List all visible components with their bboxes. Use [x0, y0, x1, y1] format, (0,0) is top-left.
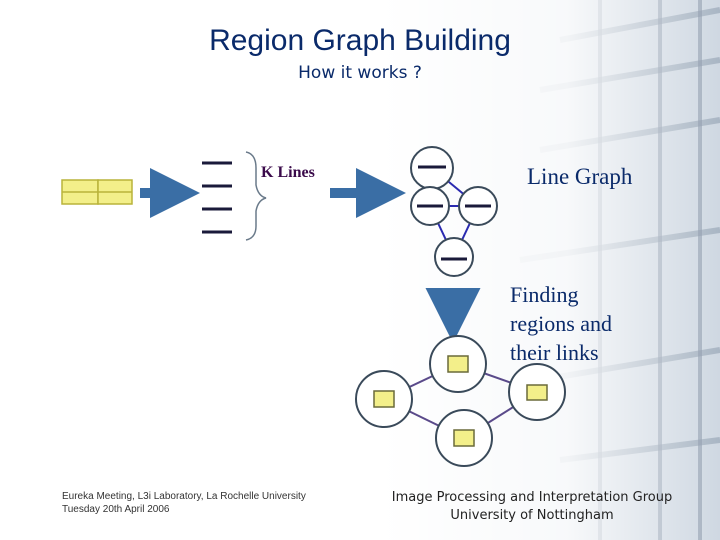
region-graph — [355, 335, 566, 467]
footer-date: Tuesday 20th April 2006 — [62, 504, 170, 515]
graph-node-3 — [458, 186, 498, 226]
finding-label-line-3: their links — [510, 340, 599, 365]
slide-title: Region Graph Building — [209, 24, 511, 57]
finding-label-line-1: Finding — [510, 282, 579, 307]
region-node-1 — [429, 335, 487, 393]
footer-left: Eureka Meeting, L3i Laboratory, La Roche… — [62, 490, 306, 516]
footer-university: University of Nottingham — [450, 508, 614, 523]
region-node-2 — [355, 370, 413, 428]
graph-node-4 — [434, 237, 474, 277]
footer-group: Image Processing and Interpretation Grou… — [391, 490, 673, 505]
footer-right: Image Processing and Interpretation Grou… — [372, 489, 692, 525]
line-graph-label: Line Graph — [527, 164, 633, 189]
line-graph — [410, 146, 498, 277]
slide-subtitle: How it works ? — [298, 63, 422, 83]
footer-meeting: Eureka Meeting, L3i Laboratory, La Roche… — [62, 491, 306, 502]
klines-label: K Lines — [261, 164, 315, 181]
finding-regions-label: Finding regions and their links — [510, 280, 660, 367]
region-node-4 — [435, 409, 493, 467]
finding-label-line-2: regions and — [510, 311, 613, 336]
region-node-3 — [508, 363, 566, 421]
input-region-bars — [61, 179, 133, 205]
graph-node-2 — [410, 186, 450, 226]
klines-group — [202, 161, 232, 234]
klines-brace — [245, 151, 267, 241]
